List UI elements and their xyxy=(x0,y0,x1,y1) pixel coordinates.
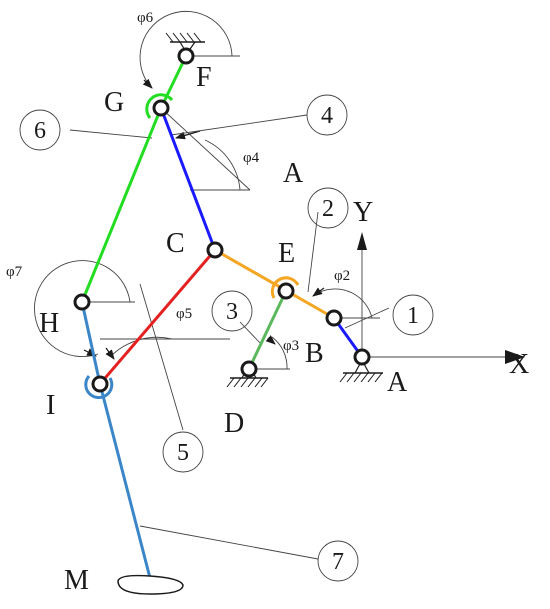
link-6-segment xyxy=(159,55,188,109)
angle-label-phi6: φ6 xyxy=(137,10,154,26)
joint-G xyxy=(152,99,170,117)
joint-E xyxy=(277,282,295,300)
joint-F xyxy=(177,47,195,65)
link-number-4: 4 xyxy=(321,103,333,129)
point-labels: F G A C E Y H B A X I D M xyxy=(39,62,529,596)
link-number-3: 3 xyxy=(226,299,238,325)
joint-H xyxy=(73,293,91,311)
label-F: F xyxy=(196,62,212,93)
link-number-1: 1 xyxy=(407,303,419,329)
angle-label-phi5: φ5 xyxy=(176,306,192,322)
joint-D xyxy=(240,360,258,378)
phi4-arrow xyxy=(175,130,201,140)
phi6-arrow xyxy=(142,78,153,89)
label-I: I xyxy=(46,390,55,421)
joint-hub-I xyxy=(84,375,114,400)
angle-label-phi7: φ7 xyxy=(6,264,23,280)
angle-construction xyxy=(34,10,380,370)
label-M: M xyxy=(64,565,89,596)
link-number-6: 6 xyxy=(34,118,46,144)
label-C: C xyxy=(166,228,185,259)
label-X: X xyxy=(509,349,529,380)
label-G: G xyxy=(104,87,124,118)
label-A-upper: A xyxy=(283,158,304,189)
coordinate-axes xyxy=(357,232,525,364)
link-6-bar xyxy=(80,107,163,303)
phi2-arrow xyxy=(312,287,325,297)
joint-hub-E xyxy=(270,276,300,299)
label-H: H xyxy=(39,308,59,339)
joint-C xyxy=(206,241,224,259)
phi3-arrow xyxy=(265,335,276,345)
angle-labels: φ6 φ4 φ2 φ7 φ5 φ3 xyxy=(6,10,350,354)
link-7-lower xyxy=(98,383,152,579)
ground-support-A xyxy=(339,361,383,383)
joint-hub-G xyxy=(145,93,174,119)
joints xyxy=(73,47,371,393)
label-D: D xyxy=(224,408,244,439)
leader-lines xyxy=(69,114,390,560)
angle-label-phi4: φ4 xyxy=(243,150,260,166)
joint-A xyxy=(353,348,371,366)
angle-label-phi3: φ3 xyxy=(283,338,299,354)
label-E: E xyxy=(278,238,295,269)
y-axis-arrow xyxy=(357,232,367,250)
link-number-5: 5 xyxy=(177,440,189,466)
link-number-7: 7 xyxy=(332,549,344,575)
links xyxy=(80,55,364,579)
link-number-2: 2 xyxy=(322,196,334,222)
joint-I xyxy=(91,375,109,393)
foot-M xyxy=(117,574,184,595)
link-3-bar xyxy=(247,290,288,370)
link-7-upper xyxy=(80,301,102,385)
label-A: A xyxy=(387,367,408,398)
label-Y: Y xyxy=(353,197,373,228)
link-4-bar xyxy=(159,107,217,251)
joint-B xyxy=(325,309,343,327)
link-number-markers: 6 4 2 1 3 5 7 xyxy=(19,94,434,582)
x-axis-arrow xyxy=(505,350,525,364)
link-5-bar xyxy=(98,249,217,385)
angle-label-phi2: φ2 xyxy=(334,268,350,284)
phi5-arrow xyxy=(105,347,115,360)
label-B: B xyxy=(305,338,324,369)
